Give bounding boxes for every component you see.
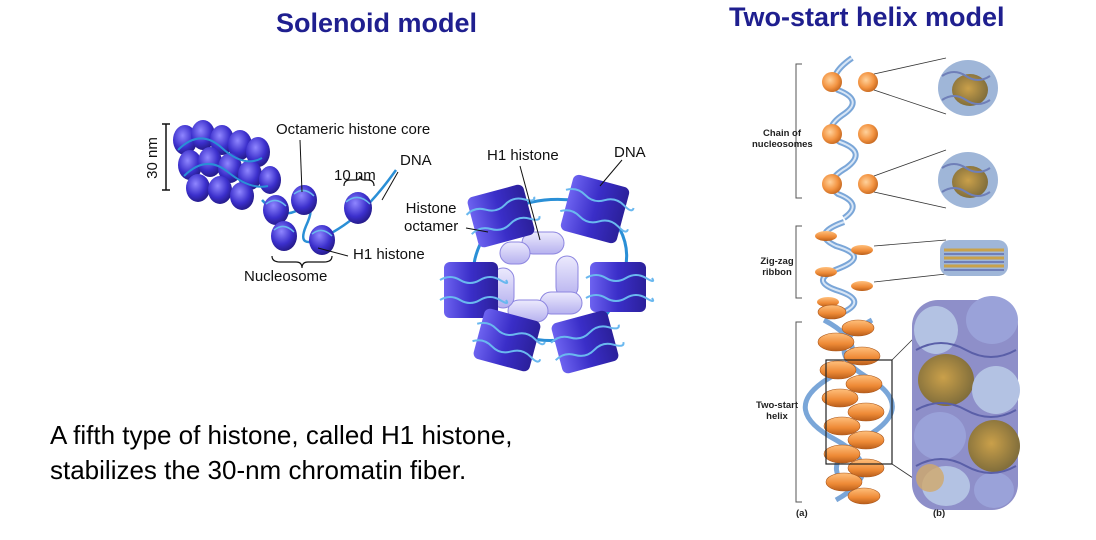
nucleosome-bracket bbox=[272, 256, 332, 268]
octameric-core-label: Octameric histone core bbox=[276, 121, 430, 138]
h1-histone-ring bbox=[492, 232, 582, 322]
fiber-width-label: 30 nm bbox=[144, 137, 161, 179]
panel-a-label: (a) bbox=[796, 508, 808, 519]
nucleosome-label: Nucleosome bbox=[244, 268, 327, 285]
two-start-helix-label: Two-start helix bbox=[752, 400, 802, 422]
solenoid-ring bbox=[440, 160, 653, 375]
histone-octamer-label: Histone octamer bbox=[404, 200, 458, 236]
solenoid-diagram: 30 nm bbox=[0, 0, 700, 400]
caption-line-2: stabilizes the 30-nm chromatin fiber. bbox=[50, 453, 513, 488]
chain-of-nucleosomes-label: Chain of nucleosomes bbox=[752, 128, 812, 150]
beads-on-string bbox=[262, 170, 396, 255]
h1-histone-label-2: H1 histone bbox=[487, 147, 559, 164]
nucleosome-cylinder bbox=[586, 262, 653, 312]
nucleosome-cylinder bbox=[550, 309, 624, 374]
zigzag-ribbon bbox=[815, 222, 873, 312]
caption: A fifth type of histone, called H1 histo… bbox=[50, 418, 513, 488]
ten-nm-label: 10 nm bbox=[334, 167, 376, 184]
dna-label-1: DNA bbox=[400, 152, 432, 169]
two-start-heading: Two-start helix model bbox=[729, 2, 1005, 33]
dna-label-2: DNA bbox=[614, 144, 646, 161]
nucleosome-cylinder bbox=[440, 262, 507, 318]
panel-b-label: (b) bbox=[933, 508, 945, 519]
chain-of-nucleosomes bbox=[822, 58, 878, 218]
solenoid-fiber-cluster bbox=[173, 120, 281, 210]
zigzag-ribbon-label: Zig-zag ribbon bbox=[752, 256, 802, 278]
molecular-rendering-chain-1 bbox=[938, 60, 998, 116]
two-start-helix-stack bbox=[805, 305, 892, 504]
h1-histone-label-1: H1 histone bbox=[353, 246, 425, 263]
molecular-rendering-helix bbox=[912, 296, 1020, 510]
caption-line-1: A fifth type of histone, called H1 histo… bbox=[50, 418, 513, 453]
molecular-rendering-zigzag bbox=[940, 240, 1008, 276]
two-start-diagram bbox=[740, 50, 1090, 530]
molecular-rendering-chain-2 bbox=[938, 152, 998, 208]
